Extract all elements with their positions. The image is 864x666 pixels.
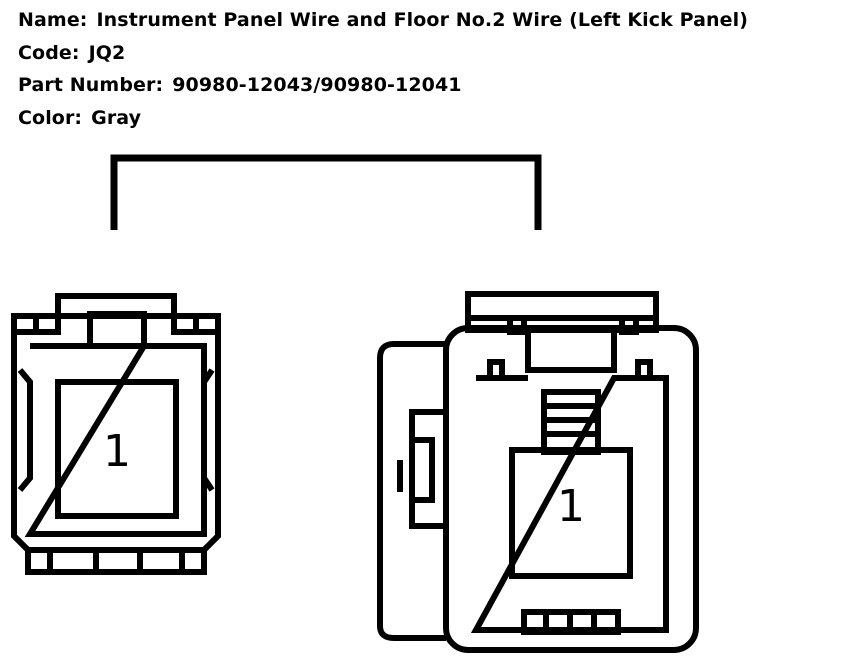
left-connector	[11, 293, 221, 575]
part-number-value: 90980-12043/90980-12041	[172, 74, 462, 96]
left-connector-pin-1: 1	[103, 426, 131, 477]
color-value: Gray	[91, 106, 142, 129]
name-value: Instrument Panel Wire and Floor No.2 Wir…	[96, 9, 749, 31]
name-row: Name: Instrument Panel Wire and Floor No.…	[18, 4, 748, 37]
part-number-row: Part Number: 90980-12043/90980-12041	[18, 69, 748, 102]
code-row: Code: JQ2	[18, 37, 748, 70]
connection-bracket	[110, 154, 542, 230]
color-label: Color:	[18, 106, 83, 129]
color-row: Color: Gray	[18, 102, 748, 135]
right-connector	[377, 291, 699, 653]
code-value: JQ2	[88, 41, 126, 64]
name-label: Name:	[18, 9, 88, 31]
connector-info: Name: Instrument Panel Wire and Floor No.…	[18, 4, 748, 134]
right-connector-pin-1: 1	[557, 481, 585, 532]
code-label: Code:	[18, 41, 80, 64]
part-number-label: Part Number:	[18, 74, 164, 96]
